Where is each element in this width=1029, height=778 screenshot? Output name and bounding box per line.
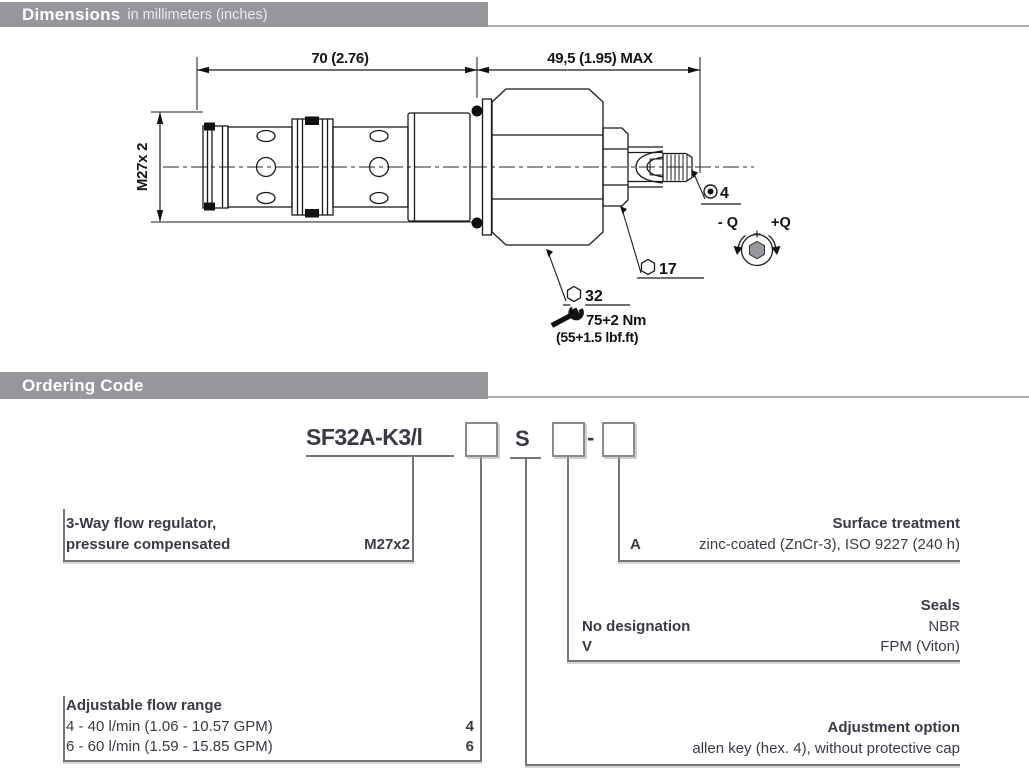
option-block-seals: Seals No designation NBR V FPM (Viton) xyxy=(582,596,960,658)
hex-socket-callout: 4 xyxy=(691,170,741,205)
section-header-dimensions: Dimensions in millimeters (inches) xyxy=(0,2,488,27)
torque-lbf-label: (55+1.5 lbf.ft) xyxy=(556,329,638,345)
hex-socket-size-label: 4 xyxy=(720,185,729,202)
flow-title: Adjustable flow range xyxy=(66,697,222,714)
section-title-dimensions: Dimensions xyxy=(22,4,121,24)
ordering-code-fixed-s: S xyxy=(515,426,530,451)
connector-surface-baseline xyxy=(618,560,960,562)
option-block-regulator: 3-Way flow regulator, pressure compensat… xyxy=(66,514,410,555)
flow-row-label: 4 - 40 l/min (1.06 - 10.57 GPM) xyxy=(66,717,273,735)
seal-rings xyxy=(204,105,483,229)
seals-row-value: FPM (Viton) xyxy=(880,638,960,655)
hex-large-label: 32 xyxy=(585,288,603,305)
hex-symbol-icon xyxy=(640,258,656,276)
q-plus-label: +Q xyxy=(771,215,791,231)
knob-hex-icon xyxy=(749,240,765,260)
regulator-thread-value: M27x2 xyxy=(364,535,410,553)
ordering-code-separator: - xyxy=(587,425,595,450)
seals-title: Seals xyxy=(920,597,960,614)
flow-row-code: 6 xyxy=(465,738,474,755)
dim-adjust-length-label: 49,5 (1.95) MAX xyxy=(547,50,653,67)
hex-symbol-icon xyxy=(566,285,582,303)
connector-flow-left-tick xyxy=(63,696,65,761)
option-block-flow: Adjustable flow range 4 - 40 l/min (1.06… xyxy=(66,696,474,758)
seals-row-value: NBR xyxy=(928,617,960,635)
header-rule-dimensions xyxy=(0,25,1029,27)
hex-32-callout: 32 xyxy=(546,249,630,306)
connector-seals-baseline xyxy=(567,660,960,662)
section-header-ordering: Ordering Code xyxy=(0,372,488,399)
dim-body-length-label: 70 (2.76) xyxy=(311,50,369,67)
flow-row-label: 6 - 60 l/min (1.59 - 15.85 GPM) xyxy=(66,738,273,755)
valve-drawing: 70 (2.76) 49,5 (1.95) MAX M27x 2 xyxy=(134,50,791,345)
seals-row-label: No designation xyxy=(582,617,691,635)
surface-title: Surface treatment xyxy=(832,515,960,532)
torque-note: 75+2 Nm (55+1.5 lbf.ft) xyxy=(550,298,646,345)
connector-regulator-riser xyxy=(412,456,414,561)
connector-seals-riser xyxy=(567,453,569,661)
connector-regulator-baseline xyxy=(63,560,414,562)
cartridge-body xyxy=(202,98,493,236)
flow-row-code: 4 xyxy=(465,717,474,735)
adjustment-title: Adjustment option xyxy=(827,719,960,736)
connector-surface-riser xyxy=(618,453,620,561)
adjustment-desc: allen key (hex. 4), without protective c… xyxy=(692,739,960,757)
hex-17-callout: 17 xyxy=(620,206,704,279)
socket-symbol-icon xyxy=(703,184,718,199)
connector-regulator-left-tick xyxy=(63,509,65,561)
connector-adjustment-riser xyxy=(525,459,527,765)
dimension-arrowheads xyxy=(156,66,700,222)
wrench-icon xyxy=(550,298,586,328)
thread-size-label: M27x 2 xyxy=(134,143,151,191)
q-minus-label: - Q xyxy=(718,215,738,231)
surface-code: A xyxy=(630,535,641,553)
header-rule-ordering xyxy=(0,396,1029,398)
torque-nm-label: 75+2 Nm xyxy=(586,312,646,329)
seals-row-label: V xyxy=(582,638,593,655)
code-box-seals xyxy=(552,422,585,457)
option-block-adjustment: Adjustment option allen key (hex. 4), wi… xyxy=(540,718,960,759)
connector-flow-riser xyxy=(480,453,482,761)
hex-small-label: 17 xyxy=(659,261,677,278)
code-s-underline xyxy=(510,457,541,459)
section-title-ordering: Ordering Code xyxy=(22,375,144,395)
connector-adjustment-baseline xyxy=(525,764,960,766)
code-box-surface xyxy=(602,422,635,457)
dimension-lines xyxy=(151,57,701,223)
code-base-underline xyxy=(306,455,454,457)
ordering-code-base: SF32A-K3/l xyxy=(306,424,423,450)
adjustment-direction-symbol: - Q +Q xyxy=(718,215,791,267)
regulator-line2: pressure compensated xyxy=(66,535,231,553)
regulator-line1: 3-Way flow regulator, xyxy=(66,515,217,532)
connector-flow-baseline xyxy=(63,760,482,762)
surface-value: zinc-coated (ZnCr-3), ISO 9227 (240 h) xyxy=(699,535,960,553)
option-block-surface: Surface treatment A zinc-coated (ZnCr-3)… xyxy=(630,514,960,555)
section-subtitle-dimensions: in millimeters (inches) xyxy=(127,6,268,23)
hex-body-and-stem xyxy=(491,88,693,246)
code-box-flow xyxy=(465,422,498,457)
